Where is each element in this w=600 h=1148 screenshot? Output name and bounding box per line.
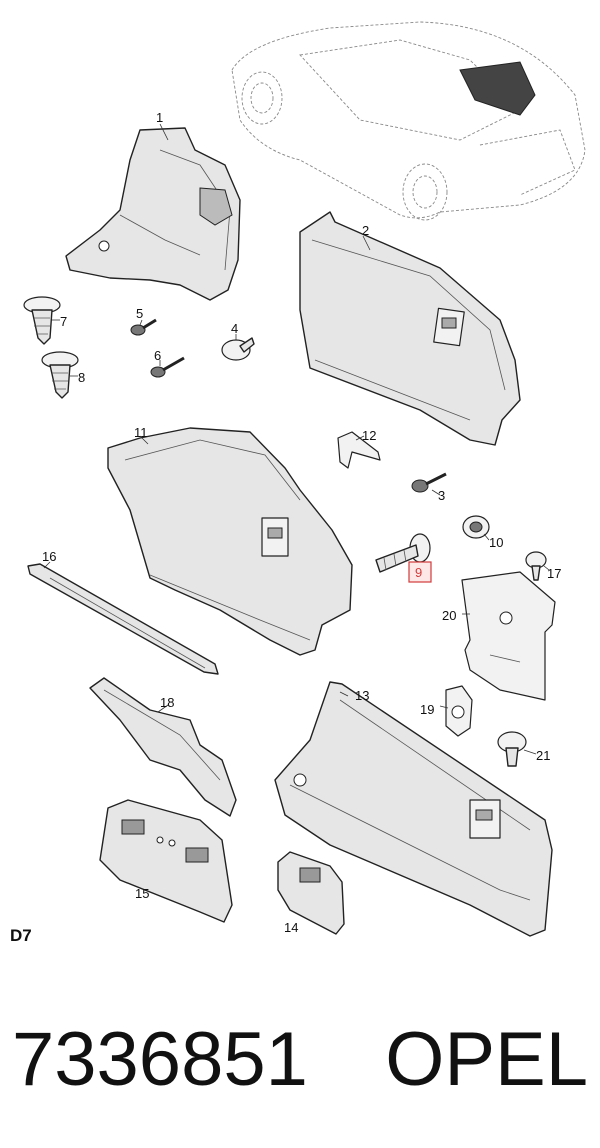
- callout-9-highlight-box: [408, 561, 432, 583]
- footer: 7336851 OPEL: [0, 1010, 600, 1110]
- parts-diagram: 1 2 3 4 5 6 7 8 9 10 11 12 13 14 15 16 1…: [23, 21, 586, 937]
- part-4-push-pin: [221, 337, 255, 361]
- car-outline-illustration: [231, 21, 586, 221]
- car-highlight-panel: [459, 61, 536, 116]
- callout-14: 14: [284, 920, 298, 935]
- part-8-clip: [41, 351, 79, 399]
- callout-16: 16: [42, 549, 56, 564]
- part-15-cover-panel: [99, 799, 233, 923]
- callout-8: 8: [78, 370, 85, 385]
- callout-6: 6: [154, 348, 161, 363]
- part-12-bracket: [337, 431, 381, 469]
- callout-1: 1: [156, 110, 163, 125]
- callout-19: 19: [420, 702, 434, 717]
- callout-11: 11: [134, 425, 148, 440]
- callout-9: 9: [415, 565, 422, 580]
- part-5-screw: [130, 318, 157, 336]
- callout-20: 20: [442, 608, 456, 623]
- part-16-seal-strip: [27, 563, 219, 675]
- callout-2: 2: [362, 223, 369, 238]
- part-11-side-trim-panel: [107, 427, 353, 656]
- callout-5: 5: [136, 306, 143, 321]
- brand-name: OPEL: [385, 1017, 588, 1102]
- callout-labels: 1 2 3 4 5 6 7 8 9 10 11 12 13 14 15 16 1…: [42, 110, 561, 935]
- part-6-screw: [150, 356, 185, 378]
- callout-17: 17: [547, 566, 561, 581]
- part-21-clip: [497, 731, 527, 767]
- callout-3: 3: [438, 488, 445, 503]
- part-7-clip: [23, 296, 61, 345]
- callout-4: 4: [231, 321, 238, 336]
- callout-13: 13: [355, 688, 369, 703]
- part-3-screw: [411, 472, 447, 493]
- part-13-sill-trim: [274, 681, 553, 937]
- part-number: 7336851: [12, 1017, 308, 1102]
- part-19-retainer: [445, 685, 473, 737]
- part-10-clip: [462, 515, 490, 539]
- leader-lines: [43, 123, 550, 755]
- part-17-clip: [525, 551, 547, 581]
- part-18-bracket: [89, 677, 237, 817]
- callout-12: 12: [362, 428, 376, 443]
- part-14-cover-panel: [277, 851, 345, 935]
- callout-10: 10: [489, 535, 503, 550]
- diagram-reference-label: D7: [10, 926, 32, 945]
- callout-18: 18: [160, 695, 174, 710]
- callout-7: 7: [60, 314, 67, 329]
- part-2-side-trim-panel: [299, 211, 521, 446]
- callout-21: 21: [536, 748, 550, 763]
- part-1-wheelhouse-trim: [65, 127, 241, 301]
- part-9-push-pin: [375, 533, 431, 573]
- part-20-bracket-plate: [461, 571, 556, 701]
- callout-15: 15: [135, 886, 149, 901]
